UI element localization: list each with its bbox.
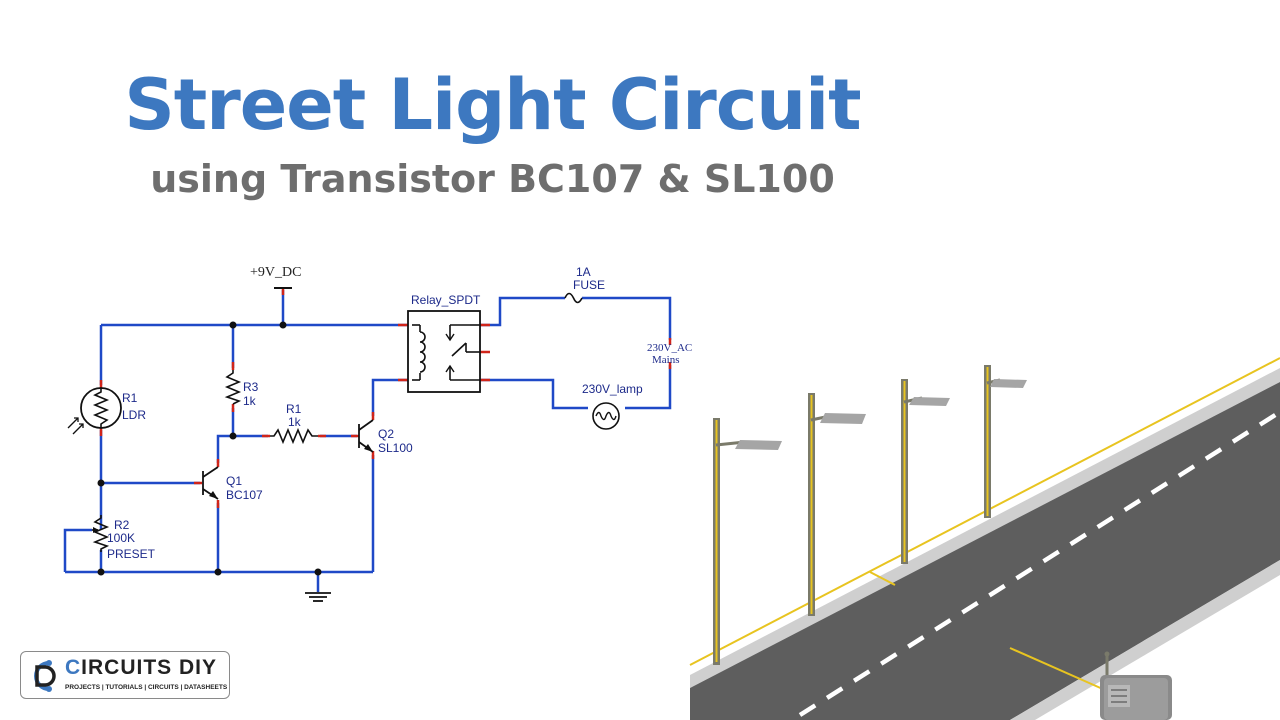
base-resistor <box>270 427 318 445</box>
r3-resistor <box>224 370 242 405</box>
r2-value: 100K <box>107 531 135 545</box>
road-curb <box>1010 560 1280 720</box>
relay-label: Relay_SPDT <box>411 293 481 307</box>
supply-label: +9V_DC <box>250 265 301 280</box>
fuse-label: FUSE <box>573 278 605 292</box>
q1-value: BC107 <box>226 488 263 502</box>
r2-preset <box>92 515 110 552</box>
ground-symbol <box>305 592 331 602</box>
ldr-r1 <box>67 387 122 435</box>
r2-type: PRESET <box>107 547 156 561</box>
lamp-symbol <box>592 402 620 430</box>
rb-value: 1k <box>288 415 302 429</box>
r3-value: 1k <box>243 394 257 408</box>
q1-emitter-arrow <box>209 491 218 499</box>
controller-box <box>1100 651 1172 720</box>
circuit-logo-icon <box>34 660 56 692</box>
rb-name: R1 <box>286 402 302 416</box>
lamp-label: 230V_lamp <box>582 382 643 396</box>
pin-stubs <box>99 288 672 508</box>
brand-name-initial: C <box>65 656 82 679</box>
q1-name: Q1 <box>226 474 242 488</box>
lamp-pole-2 <box>808 393 866 616</box>
brand-name-rest: IRCUITS DIY <box>81 656 218 679</box>
street-lamp-poles <box>713 365 1027 665</box>
road <box>690 382 1280 720</box>
brand-tagline: PROJECTS | TUTORIALS | CIRCUITS | DATASH… <box>65 684 228 691</box>
r3-name: R3 <box>243 380 259 394</box>
lamp-pole-3 <box>901 379 950 564</box>
r2-name: R2 <box>114 518 130 532</box>
q2-name: Q2 <box>378 427 394 441</box>
lamp-pole-4 <box>984 365 1027 518</box>
relay <box>407 310 481 393</box>
r1-name: R1 <box>122 391 138 405</box>
fuse-rating: 1A <box>576 265 591 279</box>
page-subtitle: using Transistor BC107 & SL100 <box>150 157 835 201</box>
fuse-symbol <box>564 292 583 304</box>
junction-dots <box>97 321 322 576</box>
page-title: Street Light Circuit <box>124 64 861 146</box>
r1-value: LDR <box>122 408 146 422</box>
circuit-schematic: +9V_DC R1 LDR R3 1k R1 1k Q2 SL100 Q1 BC… <box>63 265 692 602</box>
sidewalk <box>690 368 1280 688</box>
brand-name: CIRCUITS DIY <box>65 656 217 680</box>
ac-source-label: 230V_AC <box>647 342 692 354</box>
q2-value: SL100 <box>378 441 413 455</box>
ac-mains-label: Mains <box>652 354 680 366</box>
brand-logo[interactable]: CIRCUITS DIY PROJECTS | TUTORIALS | CIRC… <box>20 651 230 699</box>
lamp-pole-1 <box>713 418 782 665</box>
q2-emitter-arrow <box>364 444 373 452</box>
